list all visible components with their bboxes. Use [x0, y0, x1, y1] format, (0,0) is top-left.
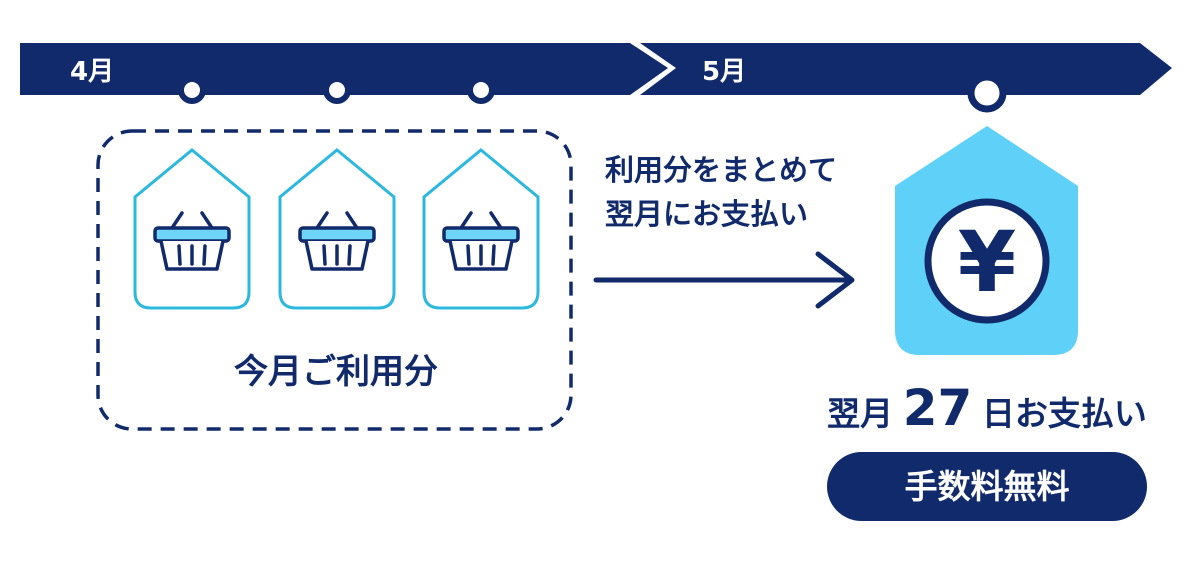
payment-date-day: 27: [903, 379, 973, 437]
timeline: 4月 5月: [20, 43, 1172, 113]
yen-symbol: ¥: [958, 213, 1016, 311]
current-usage-label: 今月ご利用分: [234, 352, 438, 392]
yen-icon: ¥: [924, 198, 1050, 324]
timeline-dot: [467, 76, 495, 104]
usage-tag: [133, 148, 251, 310]
arrow-right-icon: [593, 251, 855, 309]
basket-icon: [298, 211, 376, 271]
fee-free-label: 手数料無料: [905, 467, 1070, 506]
fee-free-badge: [827, 452, 1147, 521]
basket-icon: [153, 211, 231, 271]
timeline-segment-may: [640, 43, 1172, 95]
payment-date: 翌月 27 日お支払い: [827, 379, 1147, 437]
usage-tag: [278, 148, 396, 310]
payment-group: ¥ 翌月 27 日お支払い 手数料無料: [827, 126, 1147, 521]
current-usage-group: 今月ご利用分: [96, 129, 573, 431]
month-label-april: 4月: [70, 57, 114, 87]
note-line-1: 利用分をまとめて: [605, 153, 837, 187]
timeline-dot-payment: [967, 73, 1007, 113]
payment-date-prefix: 翌月: [827, 394, 893, 433]
payment-date-suffix: 日お支払い: [982, 394, 1147, 433]
basket-icon: [442, 211, 520, 271]
timeline-dot: [323, 76, 351, 104]
consolidation-note: 利用分をまとめて 翌月にお支払い: [593, 153, 855, 309]
timeline-dot: [178, 76, 206, 104]
usage-tag: [422, 148, 540, 310]
note-line-2: 翌月にお支払い: [605, 197, 808, 231]
month-label-may: 5月: [702, 57, 746, 87]
current-usage-box: [96, 129, 573, 431]
